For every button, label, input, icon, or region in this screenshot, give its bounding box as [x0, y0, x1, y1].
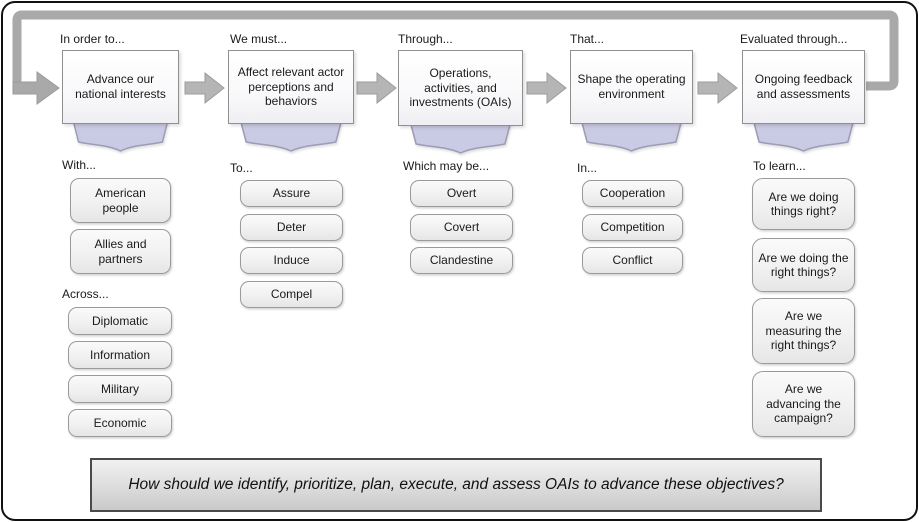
- list-item: Military: [68, 375, 172, 403]
- list-item: Are we advancing the campaign?: [752, 371, 855, 437]
- list-item: Compel: [240, 281, 343, 308]
- banner-ribbon-icon: [71, 118, 170, 152]
- list-item: Cooperation: [582, 180, 683, 207]
- list-item: Assure: [240, 180, 343, 207]
- list-item: Diplomatic: [68, 307, 172, 335]
- list-item: American people: [70, 178, 171, 223]
- banner-ribbon-icon: [409, 120, 512, 154]
- banner-ribbon-icon: [239, 118, 343, 152]
- list-item: Information: [68, 341, 172, 369]
- list-item: Deter: [240, 214, 343, 241]
- list-item: Conflict: [582, 247, 683, 274]
- list-item: Competition: [582, 214, 683, 241]
- list-item: Are we measuring the right things?: [752, 298, 855, 364]
- list-item: Overt: [410, 180, 513, 207]
- flow-box: Shape the operating environment: [570, 50, 693, 124]
- list-item: Are we doing things right?: [752, 178, 855, 230]
- flow-box: Ongoing feedback and assessments: [742, 50, 865, 124]
- list-item: Clandestine: [410, 247, 513, 274]
- flow-arrow-icon: [697, 71, 738, 105]
- list-item: Covert: [410, 214, 513, 241]
- flow-box: Affect relevant actor perceptions and be…: [228, 50, 354, 124]
- column-header: Evaluated through...: [740, 32, 848, 46]
- section-label: Across...: [62, 287, 109, 301]
- banner-ribbon-icon: [580, 118, 683, 152]
- column-header: That...: [570, 32, 605, 46]
- section-label: To learn...: [753, 159, 806, 173]
- section-label: Which may be...: [403, 159, 490, 173]
- flow-box: Advance our national interests: [62, 50, 179, 124]
- section-label: To...: [230, 161, 253, 175]
- list-item: Induce: [240, 247, 343, 274]
- section-label: With...: [62, 158, 97, 172]
- list-item: Allies and partners: [70, 229, 171, 274]
- flow-arrow-icon: [356, 71, 397, 105]
- column-header: We must...: [230, 32, 288, 46]
- list-item: Economic: [68, 409, 172, 437]
- list-item: Are we doing the right things?: [752, 238, 855, 292]
- flow-arrow-icons: [184, 71, 738, 105]
- flow-box: Operations, activities, and investments …: [398, 50, 523, 126]
- flow-arrow-icon: [526, 71, 567, 105]
- section-label: In...: [577, 161, 598, 175]
- column-header: In order to...: [60, 32, 125, 46]
- loop-arrowhead-icon: [12, 71, 60, 105]
- flow-arrow-icon: [184, 71, 225, 105]
- column-header: Through...: [398, 32, 453, 46]
- bottom-question: How should we identify, prioritize, plan…: [90, 458, 822, 512]
- banner-ribbon-icon: [752, 118, 855, 152]
